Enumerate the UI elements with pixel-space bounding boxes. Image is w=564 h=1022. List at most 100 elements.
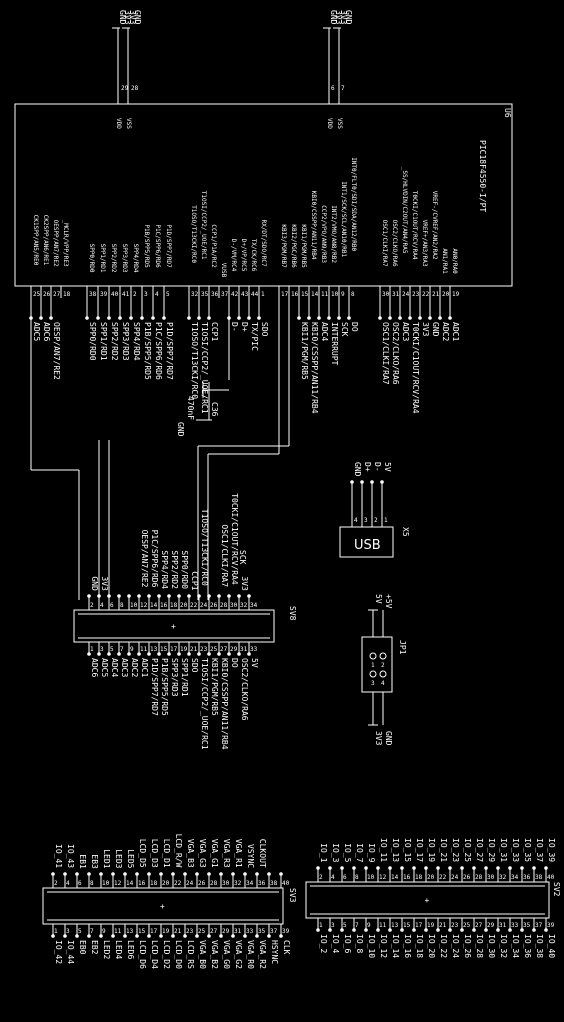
pin-number: 18 [170, 602, 178, 609]
net-dot [237, 594, 241, 598]
net-dot [532, 866, 536, 870]
header-ref: SV2 [552, 882, 561, 897]
gnd-label: GND [118, 10, 127, 25]
net-dot [243, 934, 247, 938]
supply-label: 3V3 [128, 10, 137, 25]
pin-number: 1 [261, 291, 265, 298]
jumper-pin [369, 670, 377, 678]
pin-number: 26 [43, 291, 51, 298]
net-label: SPP0/RD0 [88, 322, 97, 361]
pin-number: 4 [354, 517, 358, 524]
pin-number: 6 [110, 602, 114, 609]
net-dot [217, 594, 221, 598]
net-dot [117, 594, 121, 598]
pin-number: 29 [222, 928, 230, 935]
pin-number: 15 [403, 922, 411, 929]
net-dot [171, 872, 175, 876]
net-dot [400, 866, 404, 870]
net-label: VGA_B0 [198, 940, 207, 969]
net-label: CCP1 [190, 571, 199, 590]
net-label: IO_19 [427, 838, 436, 862]
net-dot [508, 866, 512, 870]
pin-number: 31 [392, 291, 400, 298]
net-dot [360, 480, 364, 484]
pin-number: 31 [499, 922, 507, 929]
net-label: EB3 [90, 854, 99, 869]
pin-number: 5 [78, 928, 82, 935]
net-dot [472, 866, 476, 870]
pin-number: 35 [258, 928, 266, 935]
net-label: D+ [363, 462, 372, 472]
net-dot [207, 316, 211, 320]
net-label: LCD_R/W [174, 834, 183, 868]
net-label: LED2 [102, 940, 111, 959]
net-dot [340, 866, 344, 870]
net-label: IO_41 [54, 844, 63, 868]
net-dot [75, 934, 79, 938]
net-label: IO_5 [343, 843, 352, 862]
net-dot [231, 934, 235, 938]
u6-pin-name: VREF-/CVREF/AN2/RA2 [431, 191, 438, 260]
net-label: T1OSI/CCP2/_UOE/RC1 [200, 322, 209, 414]
net-label: LCD_D0 [174, 940, 183, 969]
net-dot [129, 316, 133, 320]
net-label: IO_24 [451, 934, 460, 958]
net-label: IO_9 [367, 843, 376, 862]
net-dot [207, 652, 211, 656]
net-label: LCD_D1 [162, 839, 171, 868]
pin-number: 7 [120, 646, 124, 653]
jp1-body [361, 636, 393, 693]
net-dot [388, 316, 392, 320]
net-label: KBI0/CSSPP/AN11/RB4 [310, 322, 319, 414]
net-label: IO_21 [439, 838, 448, 862]
net-label: IO_15 [403, 838, 412, 862]
pin-number: 17 [170, 646, 178, 653]
header-body [42, 887, 284, 925]
net-label: ADC4 [110, 658, 119, 677]
net-dot [187, 594, 191, 598]
net-dot [87, 652, 91, 656]
pin-number: 7 [355, 922, 359, 929]
net-label: EB2 [90, 940, 99, 955]
net-label: OSC2/CLKO/RA6 [391, 322, 400, 385]
pin-number: 11 [379, 922, 387, 929]
pin-number: 31 [240, 646, 248, 653]
net-dot [484, 866, 488, 870]
net-label: IO_18 [415, 934, 424, 958]
net-label: 3V3 [100, 576, 109, 591]
header-ref: SV3 [288, 888, 297, 903]
net-dot [87, 872, 91, 876]
pin-number: 25 [210, 646, 218, 653]
net-label: LCD_RS [186, 940, 195, 969]
u6-pin-name: CCP1/P1A/RC2 [210, 224, 217, 268]
net-label: SCK [238, 550, 247, 565]
pin-number: 10 [367, 874, 375, 881]
net-dot [337, 316, 341, 320]
net-label: VGA_B3 [186, 839, 195, 868]
net-label: CLKOUT [258, 839, 267, 868]
net-dot [207, 872, 211, 876]
pin-number: 38 [89, 291, 97, 298]
pin-number: 4 [66, 880, 70, 887]
net-label: SDO [190, 658, 199, 673]
pin-number: 39 [282, 928, 290, 935]
pin-number: 21 [190, 646, 198, 653]
sv8-header: +SV82GND1ADC643V33ADC565ADC487ADC3109ADC… [73, 440, 297, 750]
u6-pin-name: KBI1/PGM/RB5 [300, 224, 307, 268]
pin-number: 35 [523, 922, 531, 929]
net-label: IO_23 [451, 838, 460, 862]
pin-number: 14 [126, 880, 134, 887]
net-label: ADC6 [42, 322, 51, 341]
net-dot [247, 652, 251, 656]
pin-number: 34 [246, 880, 254, 887]
pin-number: 1 [384, 517, 388, 524]
net-dot [147, 652, 151, 656]
pin-number: 20 [162, 880, 170, 887]
net-label: IO_16 [403, 934, 412, 958]
gnd-label: GND [344, 10, 353, 25]
net-label: LED1 [102, 849, 111, 868]
pin-number: 32 [240, 602, 248, 609]
pin-number: 33 [246, 928, 254, 935]
